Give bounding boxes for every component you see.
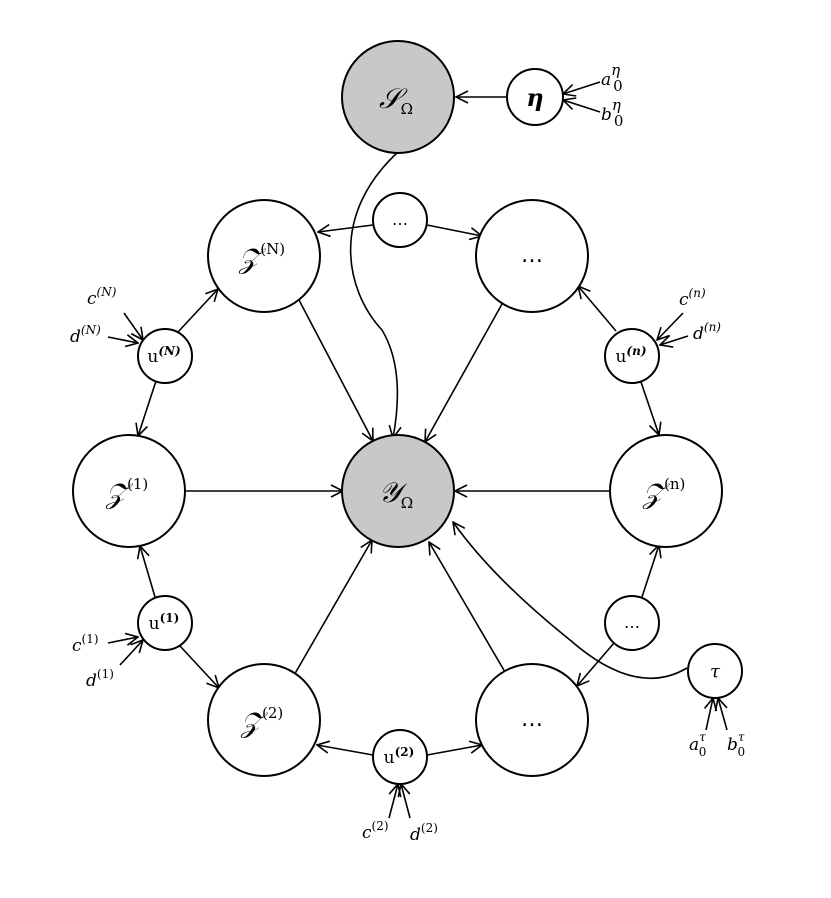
edge-cN <box>123 312 143 340</box>
node-u-n: u(n) <box>604 328 660 384</box>
node-u-2: u(2) <box>372 729 428 785</box>
node-y-omega: 𝒴Ω <box>341 434 455 548</box>
edge-dots-right-to-zn <box>641 545 659 598</box>
edge-b-tau <box>718 698 728 731</box>
edge-dots-right-to-dots-br <box>577 642 615 686</box>
node-dots-bottom-right: … <box>475 663 589 777</box>
edge-d2 <box>401 784 411 819</box>
edge-dots-top-to-zn <box>318 225 374 232</box>
edge-u2-to-z2 <box>317 745 374 756</box>
edge-dots-top-to-dots-tr <box>426 224 482 236</box>
node-eta: η <box>506 68 564 126</box>
svg-text:η: η <box>526 83 543 112</box>
svg-text:…: … <box>521 243 543 268</box>
svg-text:…: … <box>521 707 543 732</box>
edges <box>107 81 728 819</box>
edge-b-eta <box>563 100 601 113</box>
svg-text:…: … <box>392 210 408 229</box>
label-c-2: c(2) <box>362 819 389 843</box>
edge-dots-tr-to-y <box>425 303 503 442</box>
edge-tau-to-y <box>453 522 688 680</box>
svg-text:u(n): u(n) <box>615 344 646 367</box>
node-z-n: 𝒵(n) <box>609 434 723 548</box>
svg-text:u(2): u(2) <box>384 745 415 768</box>
label-c-1: c(1) <box>72 632 99 656</box>
svg-text:…: … <box>624 613 640 632</box>
edge-s-to-y <box>349 151 398 438</box>
edge-dots-br-to-y <box>429 542 506 673</box>
edge-un-cap-to-z1 <box>138 380 157 436</box>
node-z-n-cap: 𝒵(N) <box>207 199 321 313</box>
label-d-1: d(1) <box>86 667 114 691</box>
edge-c1 <box>107 637 138 643</box>
node-s-omega: 𝒮Ω <box>341 40 455 154</box>
edge-a-tau <box>706 698 713 731</box>
node-u-n-cap: u(N) <box>137 328 193 384</box>
label-d-n-cap: d(N) <box>70 323 101 347</box>
edge-zn-to-y <box>298 299 373 441</box>
nodes: 𝒮Ω η 𝒴Ω 𝒵(N) … 𝒵(1) 𝒵(n) <box>72 40 743 785</box>
edge-u1-to-z2 <box>179 645 219 688</box>
label-d-2: d(2) <box>410 821 438 845</box>
node-u-1: u(1) <box>137 595 193 651</box>
edge-un-cap-to-zn <box>177 289 218 333</box>
edge-u2-to-dots-br <box>426 745 482 756</box>
edge-dN <box>107 337 138 343</box>
edge-d1 <box>119 640 143 666</box>
label-d-n: d(n) <box>693 320 721 344</box>
svg-text:𝒵(1): 𝒵(1) <box>105 475 149 510</box>
node-dots-right: … <box>604 595 660 651</box>
node-dots-top: … <box>372 192 428 248</box>
label-c-n-cap: c(N) <box>87 285 117 309</box>
edge-un-to-zn <box>640 381 659 435</box>
edge-un-to-dots-tr <box>578 286 617 332</box>
node-z-2: 𝒵(2) <box>207 663 321 777</box>
edge-dn <box>660 336 689 345</box>
svg-text:u(1): u(1) <box>149 611 180 634</box>
edge-u1-to-z1 <box>140 546 156 598</box>
node-tau: τ <box>687 643 743 699</box>
edge-c2 <box>388 784 398 819</box>
edge-cn <box>657 312 684 340</box>
svg-text:τ: τ <box>710 661 721 682</box>
edge-a-eta <box>563 81 601 94</box>
svg-text:u(N): u(N) <box>147 344 180 367</box>
label-c-n: c(n) <box>679 286 706 310</box>
node-dots-top-right: … <box>475 199 589 313</box>
edge-z2-to-y <box>292 540 372 678</box>
node-z-1: 𝒵(1) <box>72 434 186 548</box>
